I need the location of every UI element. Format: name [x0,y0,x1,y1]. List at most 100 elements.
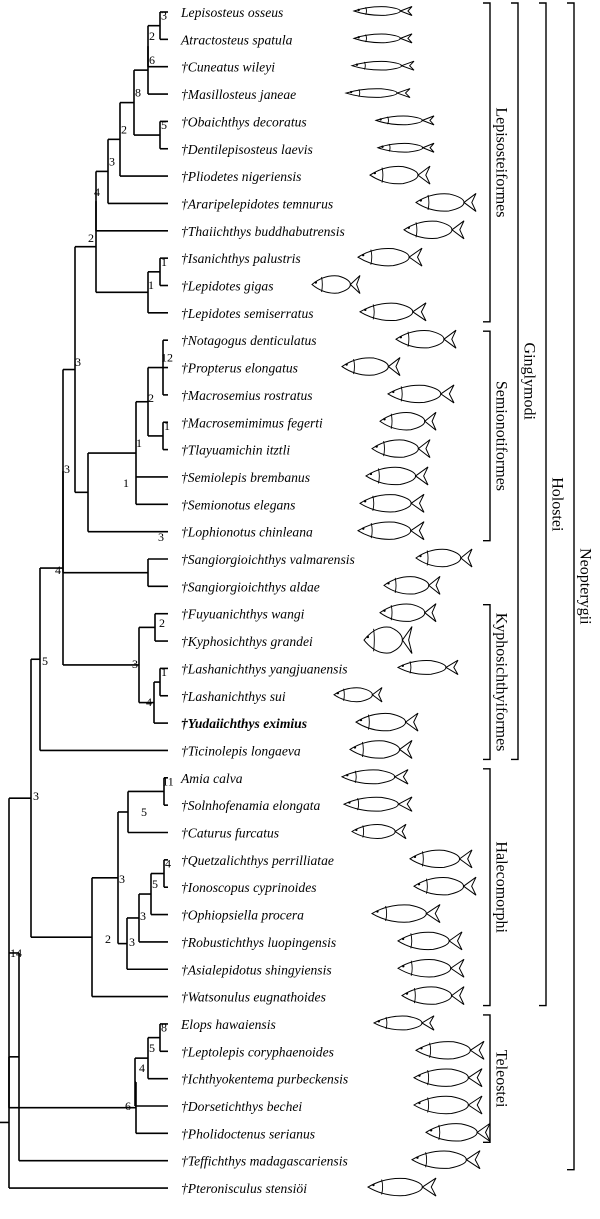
fish-drawing [311,275,361,294]
taxon-label: †Lepidotes gigas [181,279,274,294]
clade-label: Holostei [549,477,566,532]
fish-drawing [397,958,465,978]
fish-drawing [341,357,401,376]
fish-drawing [355,712,419,732]
fish-eye [379,118,382,121]
taxon-label: †Yudaiichthys eximius [181,716,307,731]
fish-drawing [387,384,455,404]
fish-eye [417,883,421,886]
fish-eye [355,63,359,66]
fish-drawing [371,439,431,458]
fish-eye [392,390,395,394]
taxon-label: †Teffichthys madagascariensis [181,1154,348,1169]
clade-label: Lepisosteiformes [493,107,510,217]
taxon-label: †Caturus furcatus [181,826,279,841]
node-support-n_lash: 1 [161,665,167,679]
node-support-n_semi_b: 1 [136,436,142,450]
fish-drawing [365,466,429,486]
fish-drawing [411,1150,481,1170]
node-support-n_gar_mas: 6 [149,53,155,67]
taxon-label: †Tlayuamichin itztli [181,443,290,458]
taxon-label: †Leptolepis coryphaenoides [181,1044,334,1059]
fish-drawing [357,521,425,541]
fish-drawing [413,1068,483,1088]
fish-drawing [401,986,465,1006]
fish-drawing [351,823,407,840]
fish-drawing [425,1122,491,1142]
fish-drawing [371,904,441,923]
fish-drawing [363,626,413,654]
fish-drawing [415,548,473,568]
node-support-n_macro: 12 [161,351,173,365]
taxon-label: †Lashanichthys yangjuanensis [181,661,348,676]
taxon-label: Lepisosteus osseus [180,5,283,20]
fish-eye [375,445,378,448]
node-support-n_obai: 5 [161,118,167,132]
fish-drawing [350,60,415,71]
node-support-n_holostei: 3 [33,789,39,803]
fish-eye [419,199,422,202]
fish-eye [401,664,404,667]
node-support-n_ion: 5 [152,877,158,891]
clade-bracket: Neopterygii [567,2,594,1171]
fish-drawing [413,876,477,896]
fish-drawing [340,769,409,785]
fish-eye [405,992,409,995]
tree-branches [0,11,168,1189]
fish-eye [387,582,390,585]
fish-eye [359,718,363,722]
node-support-n_isa: 1 [161,255,167,269]
fish-drawing [344,88,411,99]
node-support-n_lep_atr: 3 [161,9,167,23]
fish-eye [373,171,376,175]
node-support-n_neo: 14 [10,946,22,960]
taxon-label: †Pholidoctenus serianus [181,1126,315,1141]
fish-drawing [397,931,463,951]
node-support-n_quetz: 4 [165,857,171,871]
fish-drawing [349,740,413,759]
taxon-label: †Watsonulus eugnathoides [181,990,326,1005]
fish-drawing [374,115,435,126]
node-support-n_lepi_d: 4 [94,185,100,199]
taxon-label: †Quetzalichthys perrilliatae [181,853,334,868]
taxon-label: †Sangiorgioichthys aldae [181,579,320,594]
taxon-label: Elops hawaiensis [180,1017,276,1032]
taxon-label: †Pteronisculus stensiöi [181,1181,307,1196]
node-support-n_semi: 1 [123,476,129,490]
node-support-n_amia: 11 [162,774,174,788]
node-support-n_gars: 2 [149,29,155,43]
taxon-label: †Ichthyokentema purbeckensis [181,1072,348,1087]
fish-eye [420,1047,423,1050]
fish-eye [363,500,367,503]
node-support-n_ging_a: 3 [75,355,81,369]
clade-bracket: Teleostei [483,1014,510,1144]
fish-eye [336,691,340,695]
fish-eye [407,226,410,229]
fish-eye [349,90,353,94]
fish-eye [314,281,318,284]
fish-eye [399,336,402,339]
fish-eye [418,1074,421,1077]
node-support-n_kyph: 3 [132,657,138,671]
fish-eye [357,36,360,39]
fish-eye [345,363,348,366]
taxon-label: †Lophionotus chinleana [181,525,313,540]
fish-eye [357,8,360,12]
clade-label: Semionotiformes [493,381,510,491]
fish-drawing [379,603,437,623]
clade-bracket: Ginglymodi [511,2,538,761]
fish-eye [362,527,365,530]
taxon-label: †Pliodetes nigeriensis [181,169,301,184]
fish-eye [416,1156,419,1159]
fish-eye [383,609,386,612]
fish-eye [348,801,351,804]
node-support-n_halec_a: 3 [119,872,125,886]
taxon-label: †Fuyuanichthys wangi [181,607,305,622]
fish-eye [376,910,379,913]
taxon-label: †Propterus elongatus [181,361,298,376]
taxon-label: †Macrosemius rostratus [181,388,313,403]
taxon-label: †Notagogus denticulatus [181,333,317,348]
fish-eye [366,635,370,639]
node-support-n_tel: 6 [125,1099,131,1113]
